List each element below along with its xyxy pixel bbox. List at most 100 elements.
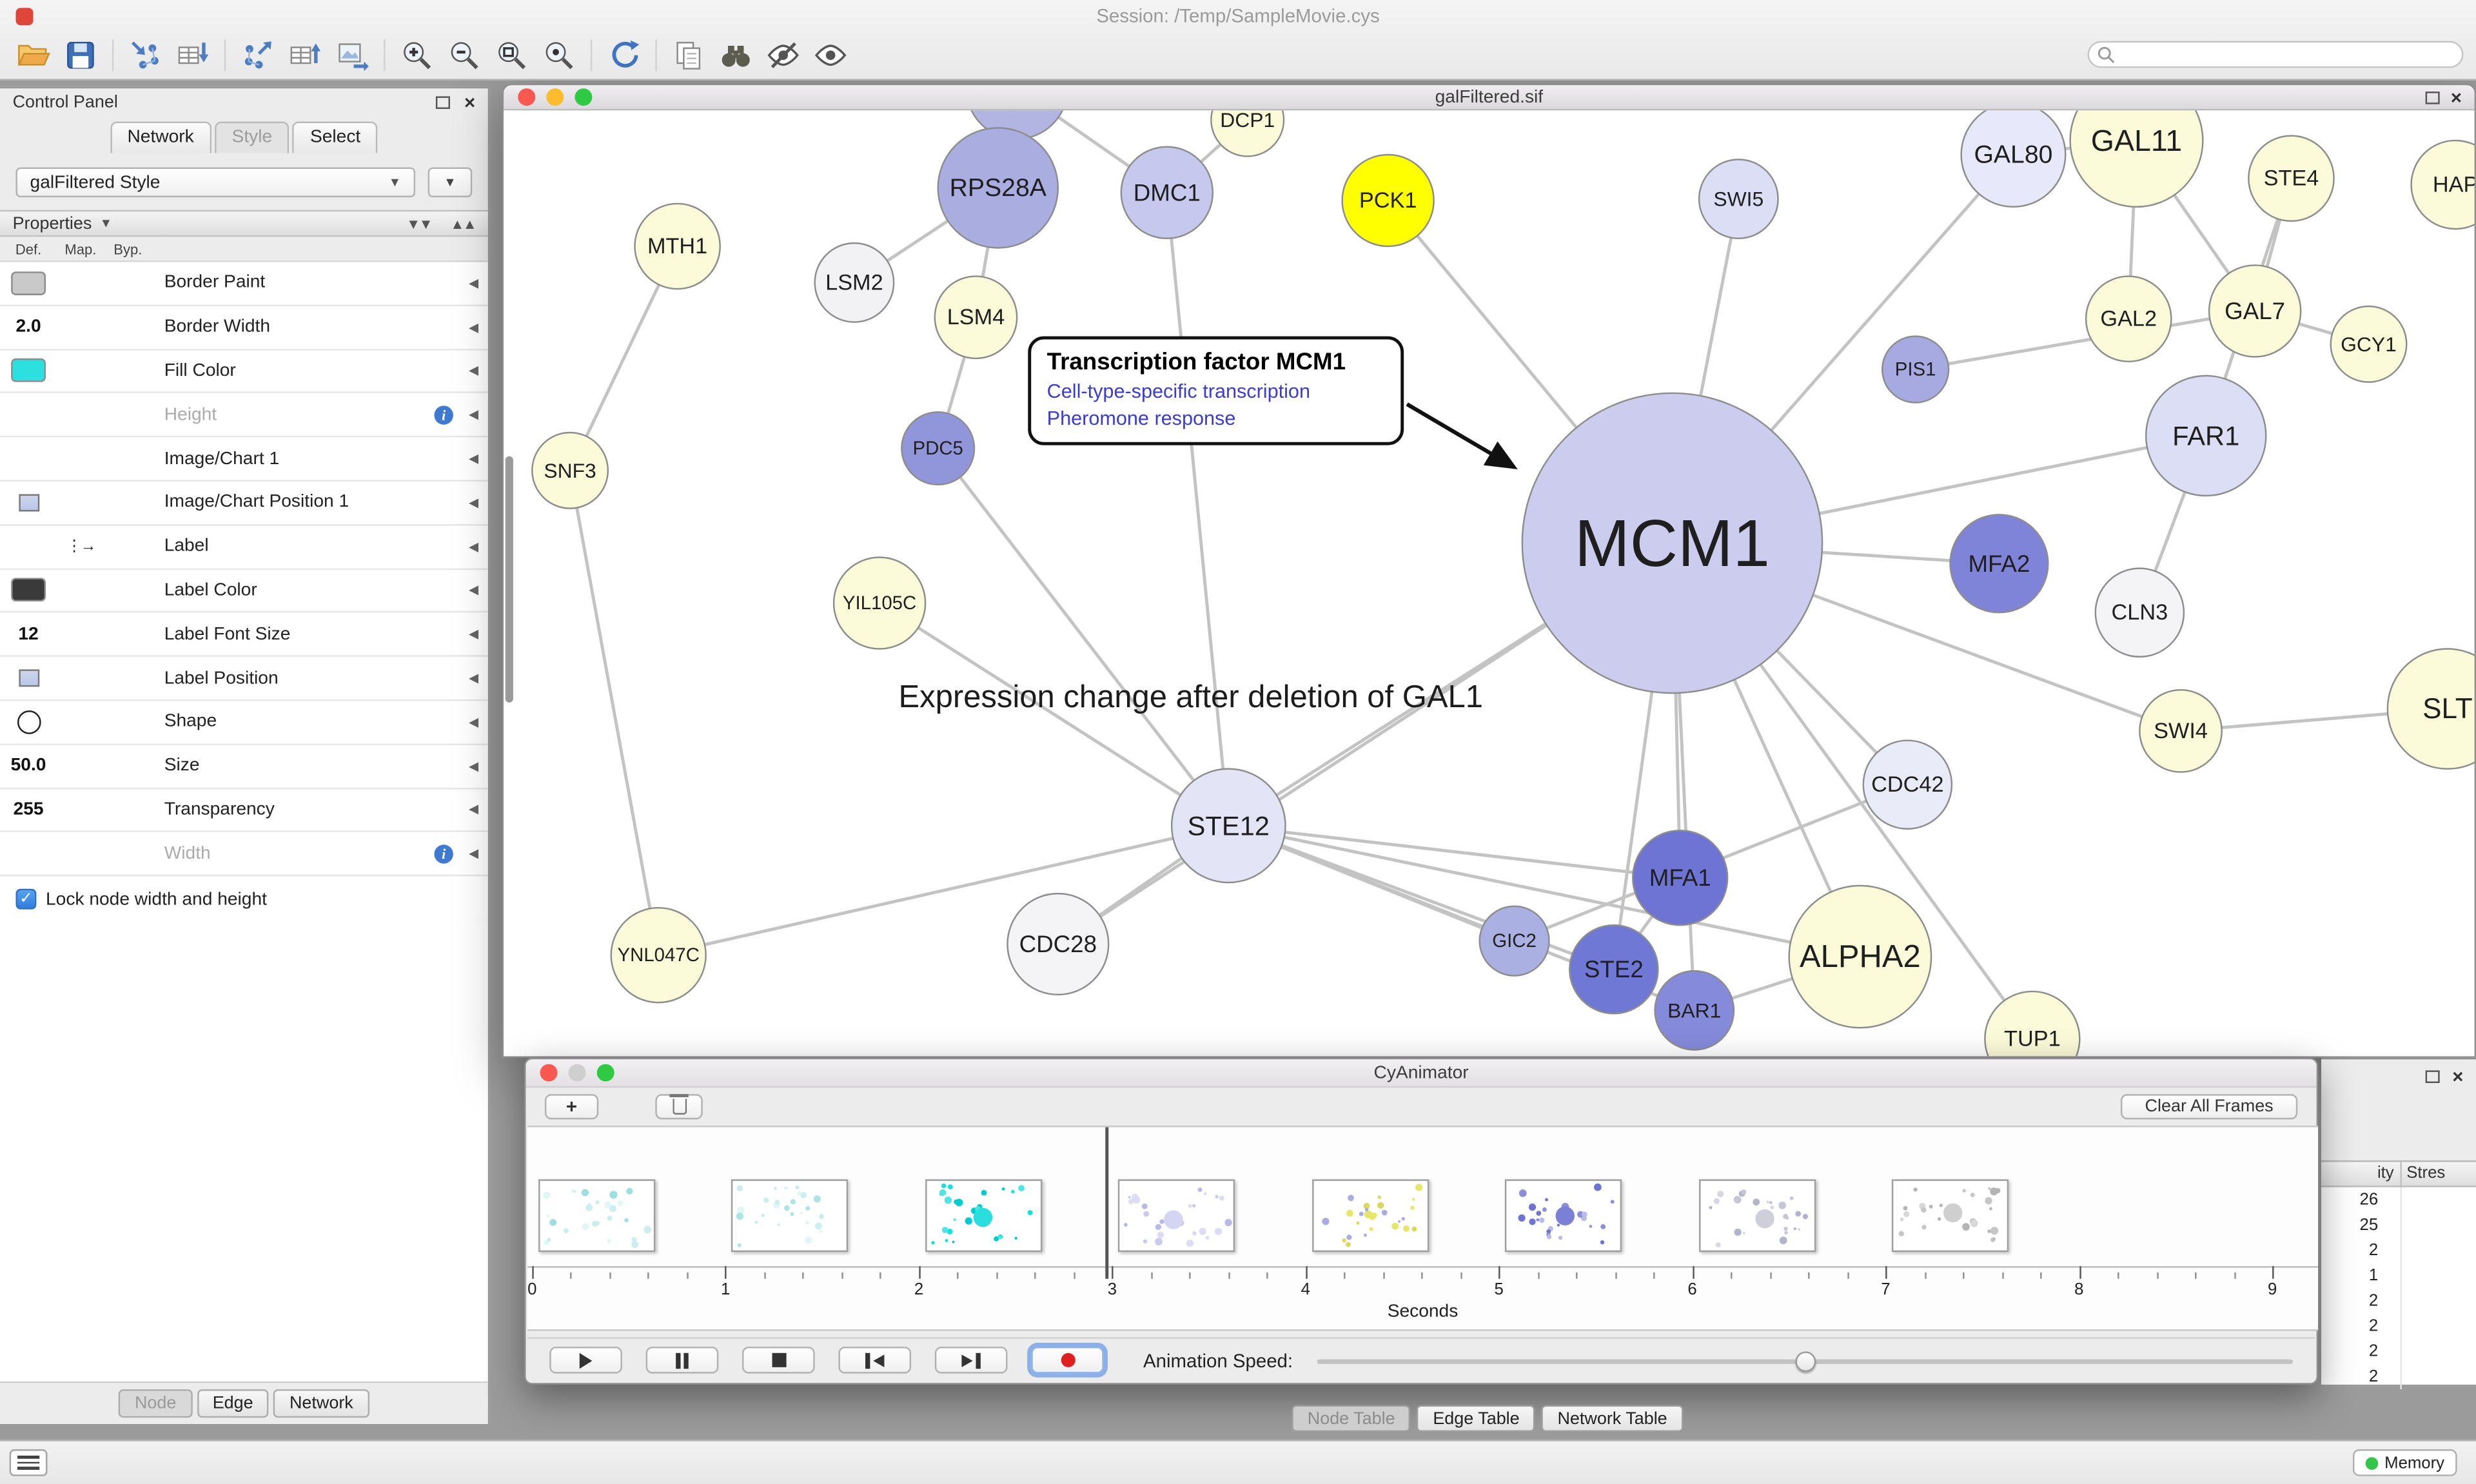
vertical-scrollbar-thumb[interactable]: [505, 456, 513, 703]
expand-row-icon[interactable]: ◀: [468, 539, 479, 554]
close-window-icon[interactable]: [540, 1064, 558, 1082]
frame-thumbnail-0[interactable]: [538, 1179, 656, 1253]
table-row[interactable]: 2: [2321, 1288, 2476, 1314]
network-node-gic2[interactable]: GIC2: [1479, 905, 1550, 977]
add-frame-button[interactable]: +: [544, 1093, 599, 1119]
expand-row-icon[interactable]: ◀: [468, 495, 479, 510]
network-node-cdc42[interactable]: CDC42: [1862, 739, 1953, 830]
network-node-tup1[interactable]: TUP1: [1984, 990, 2081, 1057]
last-frame-button[interactable]: [934, 1346, 1008, 1374]
pause-button[interactable]: [645, 1346, 719, 1374]
expand-row-icon[interactable]: ◀: [468, 715, 479, 730]
expand-row-icon[interactable]: ◀: [468, 846, 479, 861]
network-node-ste4[interactable]: STE4: [2248, 135, 2335, 222]
table-row[interactable]: 26: [2321, 1187, 2476, 1213]
expand-row-icon[interactable]: ◀: [468, 320, 479, 335]
style-options-button[interactable]: ▼: [427, 167, 473, 198]
copy-view-button[interactable]: [665, 35, 712, 76]
table-row[interactable]: 2: [2321, 1338, 2476, 1364]
open-session-button[interactable]: [10, 35, 57, 76]
network-node-gal7[interactable]: GAL7: [2208, 264, 2302, 358]
network-node-far1[interactable]: FAR1: [2145, 375, 2267, 497]
minimize-window-icon[interactable]: [546, 88, 564, 106]
network-node-swi5[interactable]: SWI5: [1698, 159, 1779, 240]
column-header[interactable]: Stres: [2400, 1162, 2476, 1186]
lock-size-checkbox[interactable]: ✓: [15, 889, 37, 910]
chevron-down-icon[interactable]: ▼: [99, 216, 113, 231]
property-row[interactable]: Fill Color◀: [0, 349, 488, 394]
apply-layout-button[interactable]: [600, 35, 647, 76]
property-row[interactable]: Shape◀: [0, 701, 488, 745]
network-node-slt[interactable]: SLT: [2386, 648, 2475, 770]
save-session-button[interactable]: [57, 35, 104, 76]
network-node-gal2[interactable]: GAL2: [2085, 275, 2172, 363]
tab-edge-table[interactable]: Edge Table: [1417, 1405, 1536, 1432]
network-node-ste2[interactable]: STE2: [1569, 924, 1659, 1015]
table-row[interactable]: 2: [2321, 1238, 2476, 1264]
panel-menu-button[interactable]: [9, 1449, 48, 1476]
expand-row-icon[interactable]: ◀: [468, 583, 479, 598]
find-button[interactable]: [712, 35, 759, 76]
property-row[interactable]: Border Paint◀: [0, 262, 488, 306]
table-row[interactable]: 1: [2321, 1263, 2476, 1289]
close-view-icon[interactable]: ×: [2450, 86, 2462, 108]
frame-thumbnail-5[interactable]: [1505, 1179, 1622, 1253]
network-node-alpha2[interactable]: ALPHA2: [1788, 884, 1932, 1029]
float-window-icon[interactable]: [2425, 1070, 2440, 1084]
table-row[interactable]: 2: [2321, 1313, 2476, 1339]
minimize-window-icon[interactable]: [568, 1064, 586, 1082]
network-node-ste12[interactable]: STE12: [1170, 768, 1286, 884]
network-node-cln3[interactable]: CLN3: [2094, 567, 2185, 658]
property-row[interactable]: Image/Chart 1◀: [0, 437, 488, 482]
default-value-swatch[interactable]: [11, 359, 46, 383]
frame-thumbnail-4[interactable]: [1312, 1179, 1429, 1253]
style-selector[interactable]: galFiltered Style ▼: [15, 167, 416, 198]
zoom-fit-button[interactable]: [488, 35, 535, 76]
property-row[interactable]: Label Color◀: [0, 569, 488, 614]
expand-all-icon[interactable]: ▲▲: [450, 215, 477, 231]
timeline-playhead[interactable]: [1105, 1127, 1108, 1279]
network-node-swi4[interactable]: SWI4: [2139, 688, 2223, 773]
style-target-tab-node[interactable]: Node: [119, 1389, 192, 1418]
memory-button[interactable]: Memory: [2353, 1449, 2457, 1476]
network-node-ynl047c[interactable]: YNL047C: [610, 906, 707, 1004]
annotation-link[interactable]: Cell-type-specific transcription: [1046, 380, 1311, 403]
network-node-mfa2[interactable]: MFA2: [1949, 514, 2049, 614]
float-window-icon[interactable]: [435, 96, 450, 109]
close-window-icon[interactable]: [518, 88, 536, 106]
expand-row-icon[interactable]: ◀: [468, 627, 479, 641]
close-panel-icon[interactable]: ×: [464, 92, 476, 114]
hide-panel-button[interactable]: [760, 35, 807, 76]
delete-frame-button[interactable]: [655, 1093, 703, 1119]
style-target-tab-edge[interactable]: Edge: [197, 1389, 270, 1418]
frame-thumbnail-6[interactable]: [1698, 1179, 1816, 1253]
global-search-field[interactable]: [2087, 41, 2464, 68]
tab-network[interactable]: Network: [110, 121, 211, 153]
tab-node-table[interactable]: Node Table: [1292, 1405, 1411, 1432]
tab-select[interactable]: Select: [293, 121, 378, 153]
zoom-selected-button[interactable]: [535, 35, 582, 76]
expand-row-icon[interactable]: ◀: [468, 759, 479, 774]
animation-speed-slider[interactable]: [1316, 1347, 2293, 1374]
network-node-mth1[interactable]: MTH1: [634, 202, 721, 290]
style-target-tab-network[interactable]: Network: [273, 1389, 369, 1418]
search-input[interactable]: [2122, 44, 2454, 65]
export-table-button[interactable]: [281, 35, 328, 76]
network-node-pdc5[interactable]: PDC5: [901, 411, 976, 486]
record-button[interactable]: [1031, 1346, 1104, 1374]
canvas-caption[interactable]: Expression change after deletion of GAL1: [898, 679, 1482, 714]
property-row[interactable]: Image/Chart Position 1◀: [0, 481, 488, 525]
clear-all-frames-button[interactable]: Clear All Frames: [2120, 1093, 2298, 1119]
default-value-swatch[interactable]: [11, 578, 46, 603]
expand-row-icon[interactable]: ◀: [468, 364, 479, 378]
table-row[interactable]: 2: [2321, 1363, 2476, 1390]
stop-button[interactable]: [742, 1346, 815, 1374]
import-network-button[interactable]: [122, 35, 169, 76]
property-row[interactable]: ⋮→Label◀: [0, 525, 488, 570]
default-value-swatch[interactable]: [11, 271, 46, 295]
expand-row-icon[interactable]: ◀: [468, 407, 479, 422]
